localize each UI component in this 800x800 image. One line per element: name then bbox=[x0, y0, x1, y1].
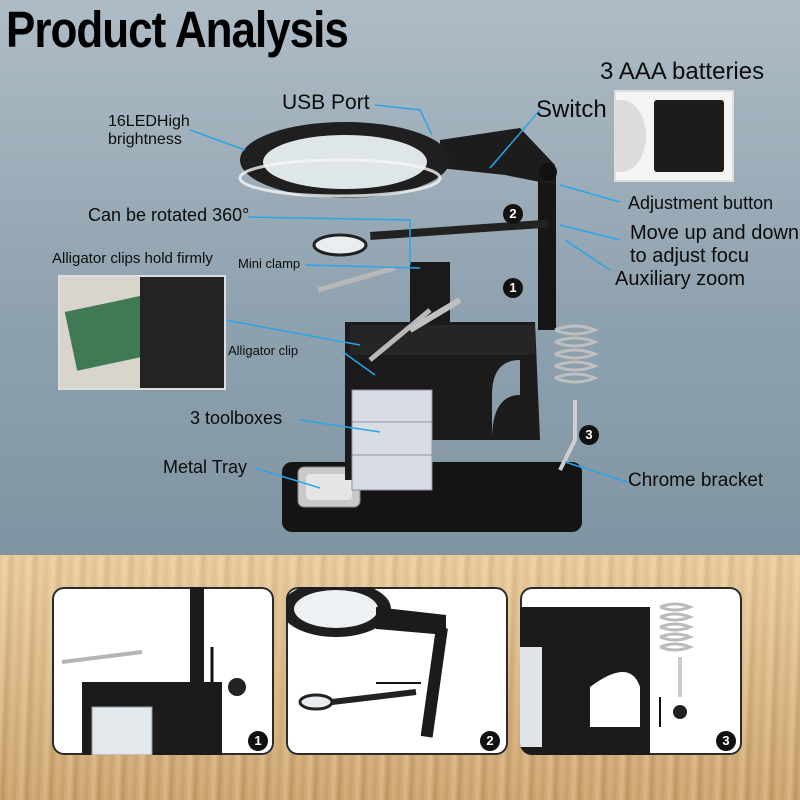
step-1-illustration bbox=[61, 587, 246, 755]
label-auxiliary-zoom: Auxiliary zoom bbox=[615, 268, 746, 290]
toolboxes bbox=[351, 389, 433, 491]
top-arm bbox=[440, 128, 555, 185]
step-3-number: 3 bbox=[716, 731, 736, 751]
alligator-inset bbox=[58, 275, 226, 390]
adjustment-knob bbox=[539, 163, 557, 181]
step-1-number: 1 bbox=[248, 731, 268, 751]
label-alligator-clip: Alligator clip bbox=[228, 343, 299, 358]
label-batteries: 3 AAA batteries bbox=[600, 58, 765, 85]
page-title: Product Analysis bbox=[6, 2, 349, 59]
alligator-clip bbox=[408, 297, 462, 333]
marker-1: 1 bbox=[503, 278, 523, 298]
device-body bbox=[140, 277, 224, 388]
led-ring bbox=[238, 158, 442, 198]
label-rotate: Can be rotated 360° bbox=[88, 205, 250, 225]
battery-compartment bbox=[654, 100, 724, 172]
lens-edge bbox=[616, 100, 646, 172]
magnifier-illustration bbox=[189, 104, 629, 532]
step-panel-1: 1 bbox=[52, 587, 274, 755]
marker-3: 3 bbox=[579, 425, 599, 445]
label-adjustment-button: Adjustment button bbox=[628, 193, 774, 213]
alligator-arms bbox=[317, 265, 432, 362]
auxiliary-lens bbox=[312, 233, 368, 257]
label-alligator-firm: Alligator clips hold firmly bbox=[52, 250, 213, 267]
step-2-number: 2 bbox=[480, 731, 500, 751]
step-panel-2: 2 bbox=[286, 587, 508, 755]
callout-lines bbox=[189, 104, 629, 489]
metal-tray-inner bbox=[306, 474, 352, 500]
step-3-illustration bbox=[520, 602, 695, 755]
vertical-post bbox=[538, 170, 556, 330]
label-switch: Switch bbox=[536, 96, 607, 123]
label-chrome-bracket: Chrome bracket bbox=[628, 470, 764, 491]
marker-2: 2 bbox=[503, 204, 523, 224]
battery-inset bbox=[614, 90, 734, 182]
step-2-illustration bbox=[286, 587, 448, 738]
label-toolboxes: 3 toolboxes bbox=[190, 408, 283, 428]
spring-holder bbox=[554, 324, 600, 384]
label-mini-clamp: Mini clamp bbox=[238, 256, 301, 271]
step-panel-3: 3 bbox=[520, 587, 742, 755]
chrome-bracket bbox=[558, 400, 577, 471]
large-magnifier-lens bbox=[263, 135, 427, 189]
label-usb-port: USB Port bbox=[282, 91, 370, 114]
label-metal-tray: Metal Tray bbox=[163, 457, 248, 477]
label-led: 16LEDHigh brightness bbox=[108, 113, 190, 149]
label-move: Move up and down to adjust focu bbox=[630, 222, 800, 267]
middle-arm bbox=[370, 219, 549, 240]
